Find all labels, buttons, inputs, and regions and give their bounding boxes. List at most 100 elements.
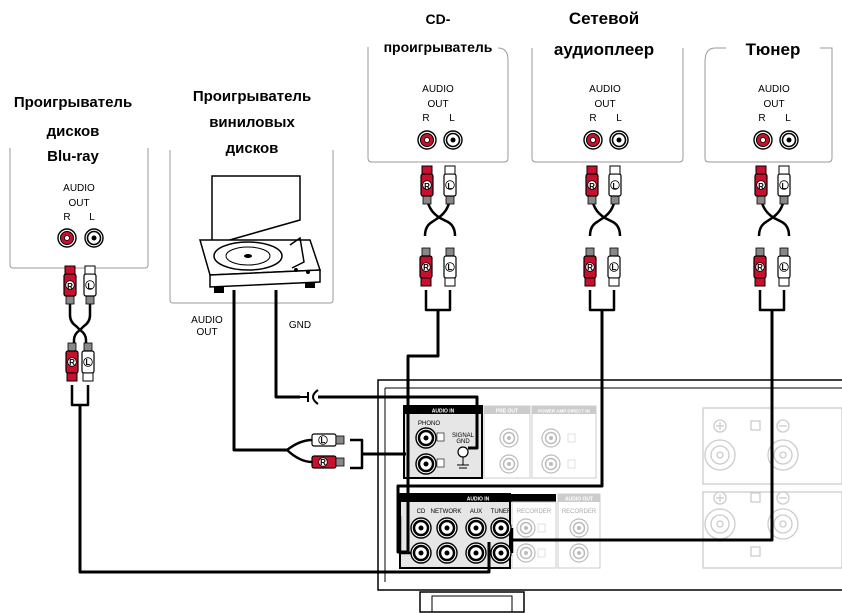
gnd-fork-connector — [300, 389, 319, 405]
rca-plugs — [63, 165, 791, 469]
network-title-2: аудиоплеер — [554, 40, 654, 59]
input-label-recorder: RECORDER — [517, 509, 552, 515]
plug-label-r: R — [758, 182, 764, 191]
bluray-title-2: дисков — [47, 123, 100, 140]
cd-jack-r — [417, 130, 437, 150]
tuner-jack-r — [753, 130, 773, 150]
cd-r-label: R — [422, 113, 429, 124]
tuner-input-l-jack — [489, 516, 513, 540]
plug-label-r: R — [424, 182, 430, 191]
bluray-panel: Проигрыватель дисков Blu-ray AUDIO OUT R… — [9, 94, 149, 269]
phono-jack-r — [414, 452, 438, 476]
bluray-cable-split — [68, 295, 88, 345]
plug-label-r: R — [423, 263, 429, 272]
tuner-out-label: OUT — [763, 99, 784, 110]
plug-label-r: R — [589, 182, 595, 191]
plug-label-r: R — [587, 263, 593, 272]
network-r-label: R — [589, 113, 596, 124]
plug-label-l: L — [448, 263, 453, 272]
network-out-label: OUT — [594, 99, 615, 110]
tuner-input-r-jack — [489, 541, 513, 565]
network-jack-l — [609, 130, 629, 150]
power-amp-direct-in-label: POWER AMP DIRECT IN — [538, 409, 590, 414]
tuner-title: Тюнер — [746, 40, 801, 59]
turntable-title-2: виниловых — [209, 114, 295, 131]
tuner-l-label: L — [785, 113, 791, 124]
plug-label-l: L — [782, 263, 787, 272]
network-panel: Сетевой аудиоплеер AUDIO OUT R L — [531, 9, 684, 163]
plug-label-l: L — [321, 436, 326, 445]
plug-label-r: R — [67, 282, 73, 291]
pre-out-label: PRE OUT — [496, 409, 518, 415]
aux-input-l-jack — [464, 516, 488, 540]
plug-label-l: L — [613, 182, 618, 191]
tuner-panel: Тюнер AUDIO OUT R L — [704, 40, 833, 163]
phono-audio-in-label: AUDIO IN — [432, 409, 455, 415]
tuner-jack-l — [779, 130, 799, 150]
turntable-plug-l — [311, 433, 345, 447]
turntable-title-1: Проигрыватель — [193, 88, 311, 105]
bluray-audio-label: AUDIO — [63, 183, 95, 194]
bluray-title-3: Blu-ray — [47, 148, 99, 165]
bluray-out-label: OUT — [68, 198, 89, 209]
cd-input-r-jack — [409, 541, 433, 565]
bluray-title-1: Проигрыватель — [14, 94, 132, 111]
plug-label-l: L — [88, 282, 93, 291]
audio-out-label: AUDIO OUT — [565, 497, 593, 503]
network-l-label: L — [616, 113, 622, 124]
phono-label: PHONO — [418, 421, 440, 427]
plug-label-r: R — [69, 358, 75, 367]
amplifier-rear-panel: AUDIO IN PHONO SIGNAL GND PRE OUT POWER … — [377, 379, 842, 613]
cd-audio-label: AUDIO — [422, 84, 454, 95]
turntable-icon — [199, 175, 322, 293]
turntable-audio-cable — [232, 290, 287, 452]
network-title-1: Сетевой — [569, 9, 639, 28]
cd-input-l-jack — [409, 516, 433, 540]
turntable-title-3: дисков — [226, 140, 279, 157]
turntable-plug-r — [311, 455, 345, 469]
turntable-gnd-cable — [274, 290, 300, 399]
bluray-r-label: R — [63, 212, 70, 223]
turntable-panel: Проигрыватель виниловых дисков AUDIO OUT… — [169, 88, 334, 338]
signal-gnd-label-1: SIGNAL — [452, 433, 475, 439]
turntable-gnd-label: GND — [289, 320, 311, 331]
plug-label-r: R — [757, 263, 763, 272]
plug-letters: R L R L R L R L R L R L R L R L L R — [67, 182, 786, 467]
turntable-audio-label: AUDIO — [191, 315, 223, 326]
cd-jack-l — [443, 130, 463, 150]
output-label-recorder: RECORDER — [562, 509, 597, 515]
input-label-tuner: TUNER — [491, 509, 512, 515]
amplifier-foot — [419, 591, 525, 613]
network-input-r-jack — [435, 541, 459, 565]
main-audio-in-label: AUDIO IN — [467, 497, 490, 503]
cables — [68, 194, 791, 574]
signal-gnd-terminal — [457, 446, 469, 458]
tuner-audio-label: AUDIO — [758, 84, 790, 95]
network-input-l-jack — [435, 516, 459, 540]
network-audio-label: AUDIO — [589, 84, 621, 95]
cd-title-1: CD- — [426, 11, 451, 27]
plug-label-l: L — [86, 358, 91, 367]
cd-panel: CD- проигрыватель AUDIO OUT R L — [367, 11, 509, 163]
signal-gnd-label-2: GND — [456, 439, 470, 445]
bluray-jack-l — [84, 228, 104, 248]
input-label-network: NETWORK — [431, 509, 462, 515]
pre-out-section: PRE OUT — [483, 405, 531, 479]
tuner-r-label: R — [758, 113, 765, 124]
network-jack-r — [583, 130, 603, 150]
bluray-cable — [78, 405, 491, 574]
power-amp-direct-in-section: POWER AMP DIRECT IN — [531, 405, 597, 479]
turntable-out-label: OUT — [196, 327, 217, 338]
cd-title-2: проигрыватель — [384, 39, 493, 55]
aux-input-r-jack — [464, 541, 488, 565]
plug-label-l: L — [448, 182, 453, 191]
cd-out-label: OUT — [427, 99, 448, 110]
phono-jack-l — [414, 426, 438, 450]
input-label-aux: AUX — [470, 509, 482, 515]
bluray-jack-r — [57, 228, 77, 248]
input-label-cd: CD — [417, 509, 426, 515]
cd-l-label: L — [449, 113, 455, 124]
recorder-input-section: RECORDER — [511, 501, 557, 569]
plug-label-l: L — [612, 263, 617, 272]
